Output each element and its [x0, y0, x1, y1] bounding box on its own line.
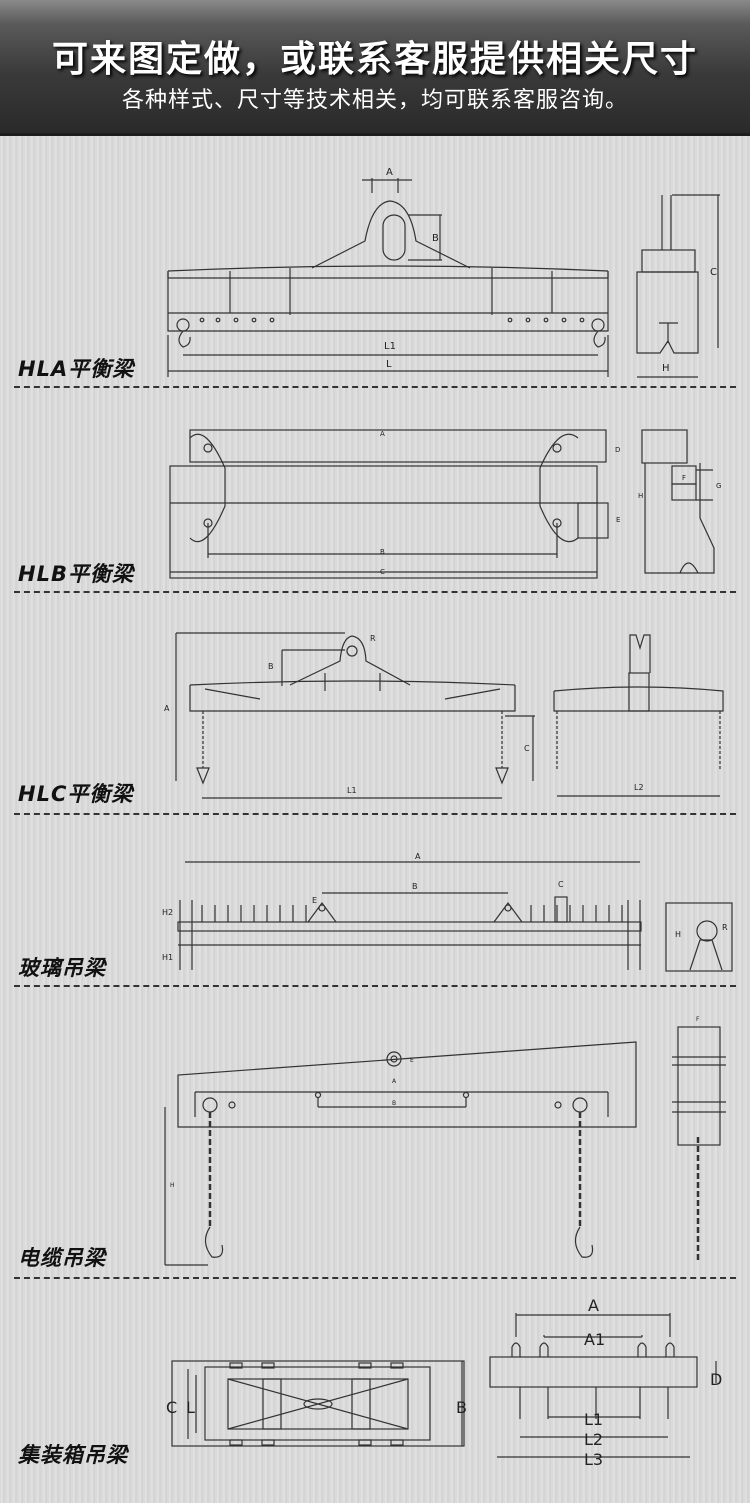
hlb-dim-d: D	[615, 446, 620, 454]
glass-dim-c: C	[558, 880, 564, 889]
section-hla: A B C L1 L H HLA平衡梁	[0, 133, 750, 388]
divider	[14, 591, 736, 593]
hla-dim-a: A	[386, 167, 393, 178]
glass-dim-labels: A B C E H2 H1 H R	[162, 852, 728, 962]
hlc-dim-labels: R B A C L1 L2	[164, 634, 644, 795]
hla-label: HLA平衡梁	[18, 357, 135, 381]
hlc-dim-b: B	[268, 662, 274, 671]
divider	[14, 386, 736, 388]
container-dim-labels: A A1 D L1 L2 L3 C L B	[166, 1296, 722, 1469]
glass-dim-h2: H2	[162, 908, 173, 917]
divider	[14, 813, 736, 815]
glass-dim-h: H	[675, 930, 681, 939]
hlc-dim-a: A	[164, 704, 170, 713]
container-dim-l1: L1	[584, 1410, 603, 1429]
cable-dim-e: E	[410, 1057, 414, 1064]
glass-dim-r: R	[722, 923, 728, 932]
cable-dim-b: B	[392, 1100, 396, 1107]
container-dim-l2: L2	[584, 1430, 603, 1449]
hlc-dim-r: R	[370, 634, 376, 643]
hlb-dim-f: F	[682, 474, 686, 482]
hlb-dim-labels: A B C D E F G H	[380, 430, 721, 576]
glass-dim-a: A	[415, 852, 421, 861]
hlc-dim-l2: L2	[634, 783, 644, 792]
cable-dim-a: A	[392, 1078, 397, 1085]
hlb-dim-a: A	[380, 430, 385, 438]
container-dim-d: D	[710, 1370, 722, 1389]
hla-dim-l: L	[386, 359, 392, 370]
section-container-beam: A A1 D L1 L2 L3 C L B 集装箱吊梁	[0, 1279, 750, 1503]
container-dim-b: B	[456, 1398, 467, 1417]
hla-dim-l1: L1	[384, 341, 396, 352]
page-header: 可来图定做，或联系客服提供相关尺寸 各种样式、尺寸等技术相关，均可联系客服咨询。	[0, 0, 750, 136]
cable-beam-label: 电缆吊梁	[18, 1246, 106, 1270]
hlb-dim-e: E	[616, 516, 620, 524]
header-title: 可来图定做，或联系客服提供相关尺寸	[51, 39, 698, 80]
hla-dim-b: B	[432, 233, 439, 244]
hlc-dim-c: C	[524, 744, 530, 753]
section-hlc: R B A C L1 L2 HLC平衡梁	[0, 593, 750, 813]
hlb-dim-c: C	[380, 568, 385, 576]
glass-dim-e: E	[312, 896, 317, 905]
container-dim-a1: A1	[584, 1330, 605, 1349]
cable-dim-h: H	[170, 1182, 175, 1189]
hlc-dim-l1: L1	[347, 786, 357, 795]
container-drawing	[171, 1313, 717, 1458]
glass-dim-h1: H1	[162, 953, 173, 962]
container-dim-l3: L3	[584, 1450, 603, 1469]
container-dim-l: L	[186, 1398, 195, 1417]
divider	[14, 1277, 736, 1279]
hlb-dim-h: H	[638, 492, 643, 500]
section-hlb: A B C D E F G H HLB平衡梁	[0, 388, 750, 591]
divider	[14, 985, 736, 987]
container-dim-a: A	[588, 1296, 599, 1315]
section-cable-beam: E A B H F 电缆吊梁	[0, 987, 750, 1277]
glass-beam-label: 玻璃吊梁	[18, 956, 106, 980]
hlc-label: HLC平衡梁	[18, 782, 134, 806]
hla-drawing	[167, 178, 720, 378]
hlb-dim-b: B	[380, 548, 385, 556]
container-beam-label: 集装箱吊梁	[18, 1443, 128, 1467]
cable-dim-labels: E A B H F	[170, 1016, 700, 1189]
header-subtitle: 各种样式、尺寸等技术相关，均可联系客服咨询。	[121, 88, 628, 113]
section-glass-beam: A B C E H2 H1 H R 玻璃吊梁	[0, 815, 750, 985]
hla-dim-labels: A B C L1 L H	[384, 167, 717, 374]
cable-dim-f: F	[696, 1016, 700, 1023]
hla-dim-h: H	[662, 363, 670, 374]
hlb-dim-g: G	[716, 482, 721, 490]
hla-dim-c: C	[710, 267, 717, 278]
hlb-label: HLB平衡梁	[18, 562, 134, 586]
glass-dim-b: B	[412, 882, 418, 891]
hlb-drawing	[169, 429, 715, 579]
glass-drawing	[177, 861, 733, 972]
container-dim-c: C	[166, 1398, 177, 1417]
hlc-drawing	[175, 632, 724, 799]
cable-drawing	[164, 1026, 726, 1266]
